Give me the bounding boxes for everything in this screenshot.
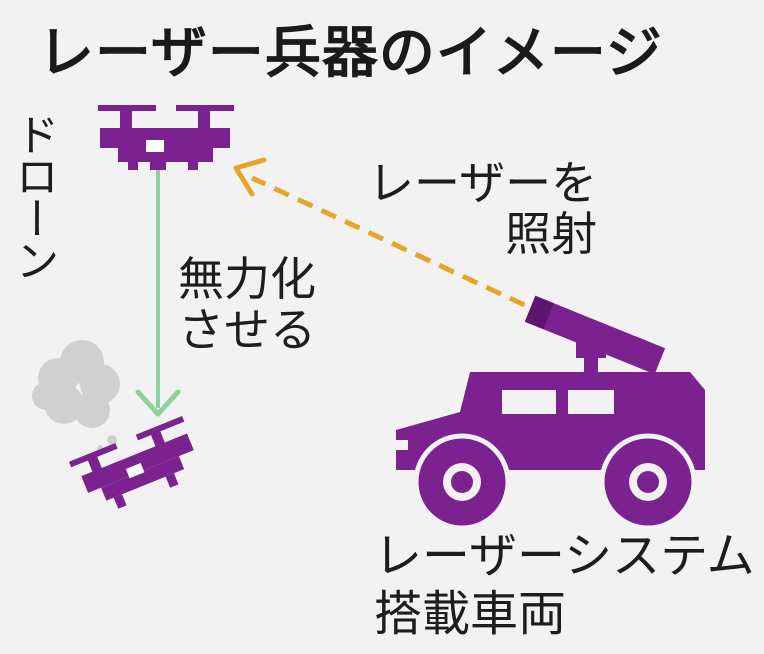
smoke-cloud-icon [32,340,120,451]
vehicle-label-line2: 搭載車両 [374,585,567,642]
laser-vehicle-icon [396,295,705,531]
laser-label-line1: レーザーを [368,156,598,210]
vehicle-label-line1: レーザーシステム [374,528,755,584]
vehicle-label: レーザーシステム 搭載車両 [374,528,755,643]
laser-beam [233,157,550,319]
neutralize-label: 無力化 させる [178,254,316,355]
laser-label-line2: 照射 [505,206,598,261]
drone-icon [98,105,234,170]
laser-label: レーザーを 照射 [368,158,597,259]
neutralize-label-line1: 無力化 [178,252,316,306]
neutralize-arrow [135,170,181,417]
diagram-title: レーザー兵器のイメージ [38,21,663,86]
damaged-drone-icon [69,416,194,509]
drone-label: ドローン [7,112,59,280]
neutralize-label-line2: させる [178,302,316,357]
